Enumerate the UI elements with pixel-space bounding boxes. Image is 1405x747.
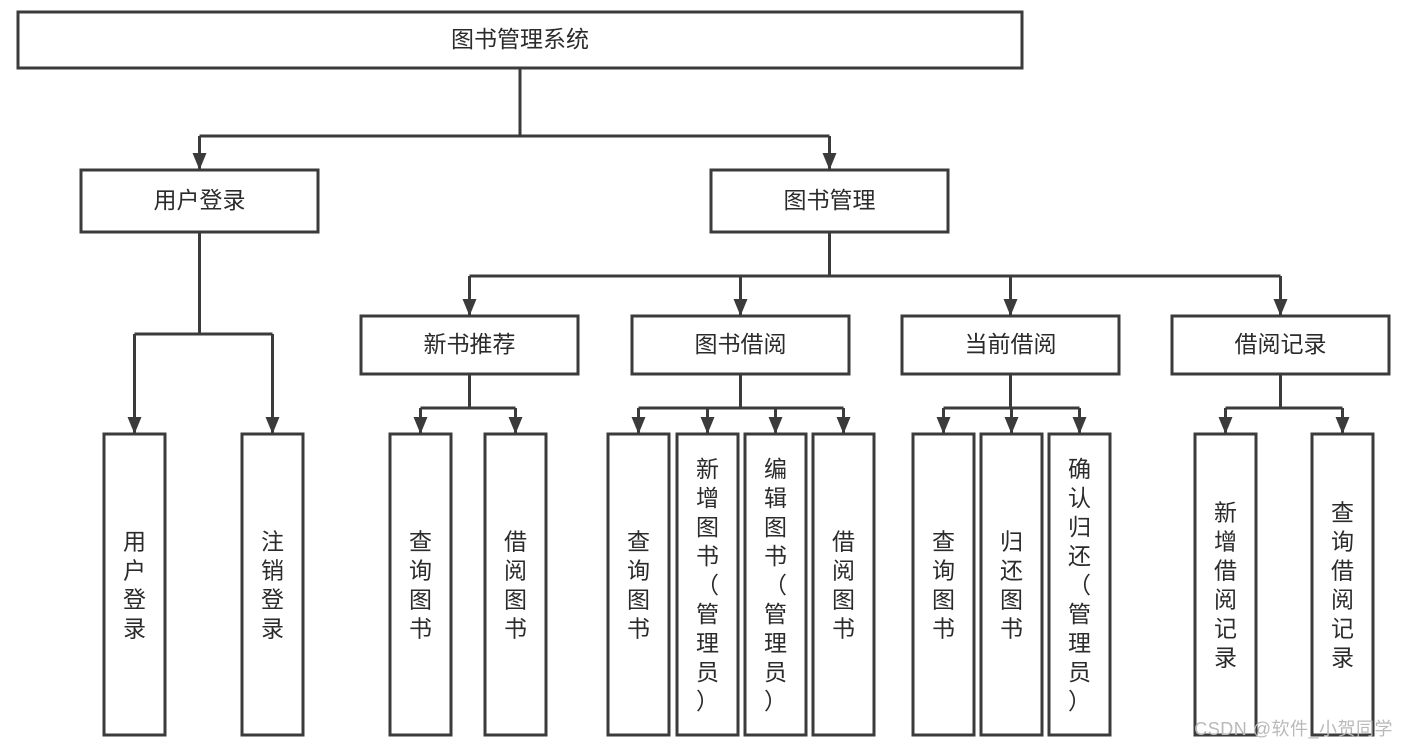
node-box-leaf-borrow-book-2[interactable] [811, 432, 876, 737]
node-box-book-borrow[interactable] [630, 314, 851, 376]
node-label-user-login: 用户登录 [154, 187, 246, 213]
connector-group-user-login [127, 232, 280, 434]
connector-group-new-book-rec [413, 374, 523, 434]
arrow-head-icon [1335, 417, 1350, 434]
node-label-leaf-add-book: 新增图书（管理员） [696, 456, 719, 714]
node-book-manage[interactable]: 图书管理 [709, 168, 950, 234]
node-leaf-confirm-return[interactable]: 确认归还（管理员） [1047, 432, 1112, 737]
node-leaf-edit-book[interactable]: 编辑图书（管理员） [743, 432, 808, 737]
node-box-borrow-record[interactable] [1170, 314, 1391, 376]
node-box-leaf-borrow-book-1[interactable] [483, 432, 548, 737]
node-label-leaf-borrow-book-2: 借阅图书 [832, 529, 855, 642]
node-label-leaf-query-book-2: 查询图书 [627, 529, 650, 642]
node-new-book-rec[interactable]: 新书推荐 [359, 314, 580, 376]
arrow-head-icon [1004, 417, 1019, 434]
connector-group-root [192, 68, 837, 170]
connector-group-book-manage [462, 232, 1288, 316]
node-label-leaf-query-book-3: 查询图书 [932, 529, 955, 642]
arrow-head-icon [265, 417, 280, 434]
node-label-leaf-confirm-return: 确认归还（管理员） [1068, 456, 1091, 714]
node-label-new-book-rec: 新书推荐 [424, 331, 516, 357]
node-label-leaf-borrow-book-1: 借阅图书 [504, 529, 527, 642]
node-box-root[interactable] [16, 10, 1024, 70]
node-borrow-record[interactable]: 借阅记录 [1170, 314, 1391, 376]
node-box-leaf-query-book-2[interactable] [606, 432, 671, 737]
arrow-head-icon [462, 299, 477, 316]
node-label-leaf-edit-book: 编辑图书（管理员） [764, 456, 787, 714]
node-box-leaf-confirm-return[interactable] [1047, 432, 1112, 737]
arrow-head-icon [631, 417, 646, 434]
node-leaf-query-book-3[interactable]: 查询图书 [911, 432, 976, 737]
node-box-user-login[interactable] [79, 168, 320, 234]
node-box-leaf-query-book-3[interactable] [911, 432, 976, 737]
arrow-head-icon [1218, 417, 1233, 434]
arrow-head-icon [768, 417, 783, 434]
node-book-borrow[interactable]: 图书借阅 [630, 314, 851, 376]
node-leaf-return-book[interactable]: 归还图书 [979, 432, 1044, 737]
node-leaf-user-logout[interactable]: 注销登录 [240, 432, 305, 737]
arrow-head-icon [733, 299, 748, 316]
node-label-leaf-user-logout: 注销登录 [261, 529, 284, 642]
node-leaf-borrow-book-1[interactable]: 借阅图书 [483, 432, 548, 737]
node-label-book-borrow: 图书借阅 [695, 331, 787, 357]
arrow-head-icon [822, 153, 837, 170]
node-leaf-query-record[interactable]: 查询借阅记录 [1310, 432, 1375, 737]
node-root[interactable]: 图书管理系统 [16, 10, 1024, 70]
connector-group-borrow-record [1218, 374, 1350, 434]
arrow-head-icon [127, 417, 142, 434]
node-box-new-book-rec[interactable] [359, 314, 580, 376]
arrow-head-icon [1003, 299, 1018, 316]
node-leaf-add-book[interactable]: 新增图书（管理员） [675, 432, 740, 737]
node-box-leaf-user-logout[interactable] [240, 432, 305, 737]
connector-group-current-borrow [936, 374, 1087, 434]
arrow-head-icon [508, 417, 523, 434]
node-label-leaf-return-book: 归还图书 [1000, 529, 1023, 642]
node-label-current-borrow: 当前借阅 [965, 331, 1057, 357]
node-label-book-manage: 图书管理 [784, 187, 876, 213]
node-user-login[interactable]: 用户登录 [79, 168, 320, 234]
node-box-leaf-query-book-1[interactable] [388, 432, 453, 737]
node-label-root: 图书管理系统 [451, 26, 589, 52]
node-label-borrow-record: 借阅记录 [1235, 331, 1327, 357]
node-leaf-query-book-2[interactable]: 查询图书 [606, 432, 671, 737]
node-leaf-borrow-book-2[interactable]: 借阅图书 [811, 432, 876, 737]
arrow-head-icon [936, 417, 951, 434]
arrow-head-icon [836, 417, 851, 434]
node-current-borrow[interactable]: 当前借阅 [900, 314, 1121, 376]
node-label-leaf-user-login: 用户登录 [123, 529, 146, 642]
node-box-leaf-edit-book[interactable] [743, 432, 808, 737]
arrow-head-icon [1273, 299, 1288, 316]
node-label-leaf-query-book-1: 查询图书 [409, 529, 432, 642]
arrow-head-icon [700, 417, 715, 434]
arrow-head-icon [192, 153, 207, 170]
node-leaf-add-record[interactable]: 新增借阅记录 [1193, 432, 1258, 737]
node-box-book-manage[interactable] [709, 168, 950, 234]
node-leaf-query-book-1[interactable]: 查询图书 [388, 432, 453, 737]
node-leaf-user-login[interactable]: 用户登录 [102, 432, 167, 737]
node-box-leaf-user-login[interactable] [102, 432, 167, 737]
arrow-head-icon [413, 417, 428, 434]
node-box-leaf-add-book[interactable] [675, 432, 740, 737]
node-box-leaf-return-book[interactable] [979, 432, 1044, 737]
node-label-leaf-query-record: 查询借阅记录 [1331, 500, 1354, 671]
arrow-head-icon [1072, 417, 1087, 434]
node-box-leaf-add-record[interactable] [1193, 432, 1258, 737]
connector-group-book-borrow [631, 374, 851, 434]
node-box-leaf-query-record[interactable] [1310, 432, 1375, 737]
node-box-current-borrow[interactable] [900, 314, 1121, 376]
node-label-leaf-add-record: 新增借阅记录 [1214, 500, 1237, 671]
